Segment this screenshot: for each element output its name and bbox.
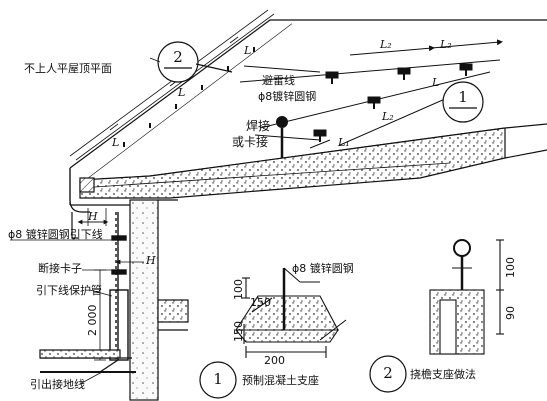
dim-L2-3: L₂ <box>382 110 394 123</box>
label-lightning-line: 避雷线 <box>262 74 295 87</box>
dim-150-a: 150 <box>250 296 271 309</box>
dim-100-a: 100 <box>232 279 245 300</box>
ground-lead <box>39 349 136 373</box>
roof-edge-dimension <box>69 9 275 161</box>
label-ground-lead: 引出接地线 <box>30 378 85 391</box>
callout-circle-4 <box>369 355 407 393</box>
label-steel-rod: ϕ8 镀锌圆钢 <box>292 262 354 275</box>
label-roof-plane: 不上人平屋顶平面 <box>24 62 112 75</box>
dim-L-4: L <box>432 76 440 89</box>
dim-L-1: L <box>244 44 252 57</box>
callout-num-detail-2: 2 <box>383 364 393 382</box>
dim-150-b: 150 <box>232 321 245 342</box>
dim-L1: L₁ <box>338 136 350 149</box>
roof-supports <box>313 63 473 142</box>
dim-L2-1: L₂ <box>380 38 392 51</box>
label-lightning-rod: ϕ8镀锌圆钢 <box>258 90 317 103</box>
callout-num-detail-1: 1 <box>213 370 223 388</box>
label-protect-pipe: 引下线保护管 <box>36 284 102 297</box>
dim-90: 90 <box>504 306 517 320</box>
roof-slab <box>69 19 547 206</box>
dim-200: 200 <box>264 354 285 367</box>
dim-H-2: H <box>146 254 156 267</box>
eave-support-detail <box>429 239 504 355</box>
callout-num-top-2: 2 <box>173 48 183 66</box>
leader-lines <box>10 57 161 385</box>
label-eave-support: 挠檐支座做法 <box>410 368 476 381</box>
callout-circle-1 <box>157 41 233 83</box>
callout-circle-2 <box>442 81 484 123</box>
h-dimension <box>77 208 144 265</box>
label-weld-or-clip: 或卡接 <box>232 135 269 149</box>
callout-num-top-1: 1 <box>458 88 468 106</box>
label-down-conductor: ϕ8 镀锌圆钢引下线 <box>8 228 103 241</box>
precast-base-detail <box>234 267 347 358</box>
label-precast-base: 预制混凝土支座 <box>242 374 319 387</box>
dim-L-2: L <box>178 86 186 99</box>
roof-edge-supports <box>123 47 255 147</box>
eave-gutter <box>69 168 95 239</box>
weld-point <box>276 116 288 158</box>
building-wall <box>129 199 189 401</box>
down-conductor <box>109 212 129 361</box>
dim-100-b: 100 <box>504 257 517 278</box>
dim-L2-2: L₂ <box>440 38 452 51</box>
dim-L-3: L <box>112 136 120 149</box>
label-weld: 焊接 <box>246 119 271 133</box>
dim-2000: 2 000 <box>86 304 99 337</box>
label-disconnect-clip: 断接卡子 <box>38 262 82 275</box>
callout-circle-3 <box>199 361 237 399</box>
dim-H-1: H <box>88 210 98 223</box>
